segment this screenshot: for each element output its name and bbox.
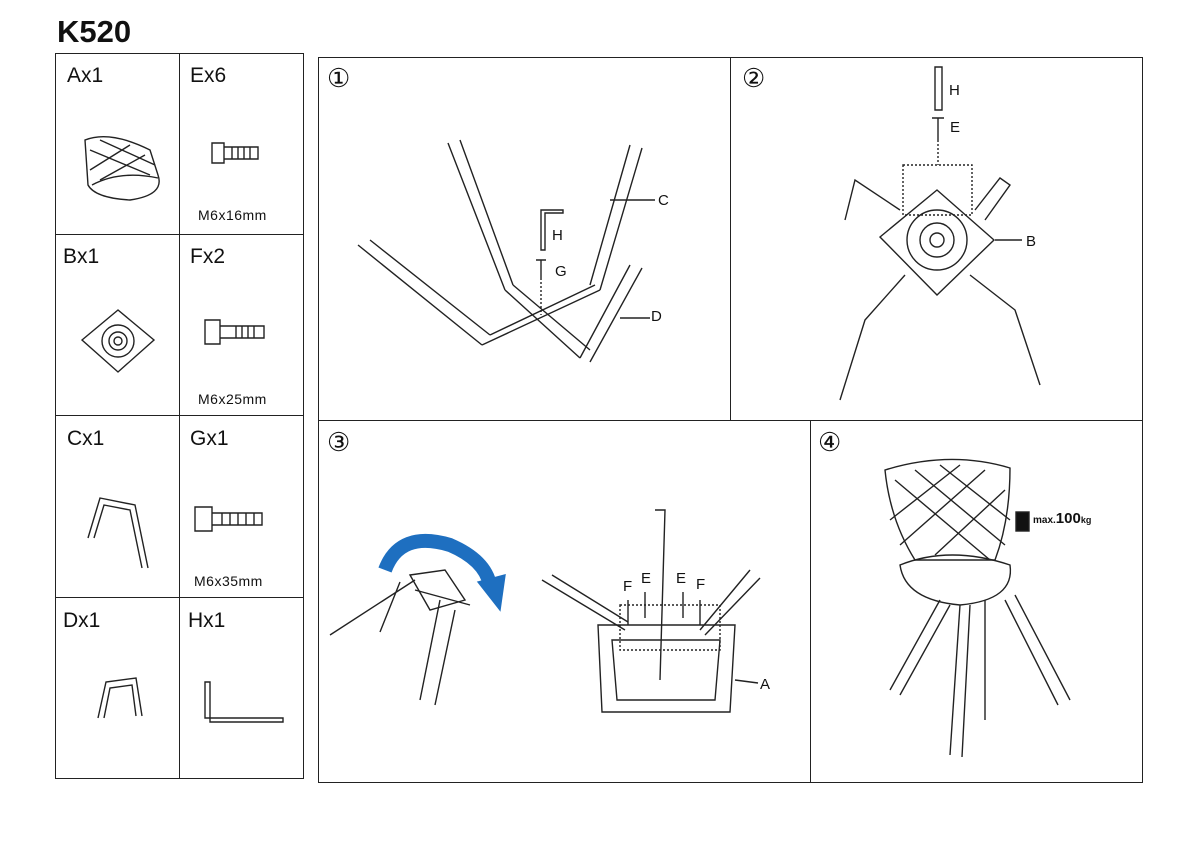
- hex-key-icon: [204, 681, 284, 723]
- part-c-label: Cx1: [67, 427, 105, 450]
- divider: [55, 234, 304, 235]
- leg-c-icon: [87, 497, 149, 569]
- bolt-e: [932, 117, 944, 140]
- divider: [730, 57, 731, 420]
- step-4-drawing: [884, 458, 1071, 758]
- hex-key-h: [934, 66, 943, 111]
- divider: [179, 53, 180, 779]
- part-b-label: Bx1: [63, 245, 100, 268]
- part-g-spec: M6x35mm: [194, 573, 263, 589]
- label-e: E: [641, 570, 652, 587]
- label-f: F: [623, 578, 633, 595]
- part-g-label: Gx1: [190, 427, 229, 450]
- part-f-spec: M6x25mm: [198, 391, 267, 407]
- divider: [318, 420, 1143, 421]
- label-h: H: [949, 82, 960, 99]
- step-1-drawing: [357, 139, 655, 363]
- leg-d-icon: [97, 677, 143, 719]
- max-value: 100: [1055, 510, 1081, 527]
- label-h: H: [552, 227, 563, 244]
- label-e: E: [950, 119, 961, 136]
- bolt-e-icon: [211, 142, 259, 164]
- label-f: F: [696, 576, 706, 593]
- bolt-f-icon: [204, 319, 265, 345]
- seat-shell-icon: [84, 135, 160, 201]
- label-e: E: [676, 570, 687, 587]
- swivel-plate-icon: [80, 309, 156, 373]
- model-title: K520: [57, 14, 132, 49]
- label-d: D: [651, 308, 662, 325]
- label-a: A: [760, 676, 771, 693]
- divider: [810, 420, 811, 783]
- part-a-label: Ax1: [67, 64, 104, 87]
- step-1-number: ①: [327, 64, 351, 94]
- step-2-number: ②: [742, 64, 766, 94]
- divider: [55, 597, 304, 598]
- max-unit: kg: [1080, 515, 1092, 525]
- max-prefix: max.: [1033, 515, 1056, 526]
- divider: [55, 415, 304, 416]
- step-3-number: ③: [327, 428, 351, 458]
- bolt-g-icon: [194, 506, 263, 532]
- part-f-label: Fx2: [190, 245, 226, 268]
- label-c: C: [658, 192, 669, 209]
- part-h-label: Hx1: [188, 609, 226, 632]
- label-g: G: [555, 263, 567, 280]
- label-b: B: [1026, 233, 1037, 250]
- max-load: max.100kg: [1033, 510, 1091, 528]
- part-e-spec: M6x16mm: [198, 207, 267, 223]
- step-3-drawing: [329, 509, 761, 713]
- part-e-label: Ex6: [190, 64, 227, 87]
- step-4-number: ④: [818, 428, 842, 458]
- bolt-g: [536, 259, 546, 280]
- step-2-drawing: [839, 66, 1041, 401]
- part-d-label: Dx1: [63, 609, 101, 632]
- hex-key-h: [540, 209, 564, 251]
